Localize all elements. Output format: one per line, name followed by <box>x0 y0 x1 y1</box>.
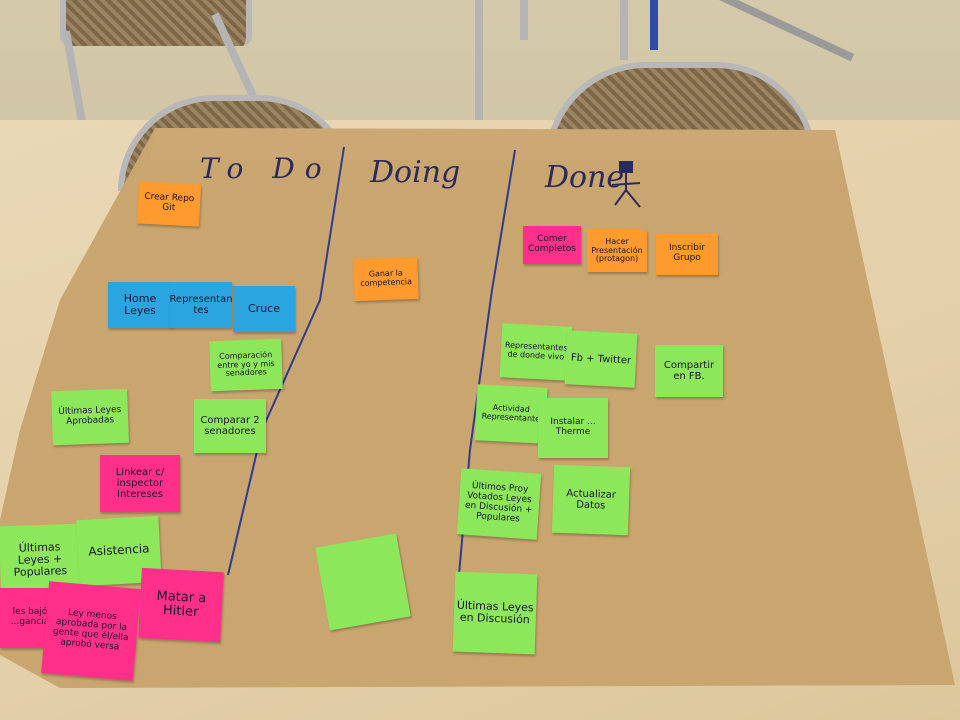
stick-figure-icon <box>611 161 641 208</box>
note-text: Linkear c/ inspector Intereses <box>115 467 165 500</box>
sticky-note[interactable]: Cruce <box>233 286 295 332</box>
column-header-doing: Doing <box>370 155 461 190</box>
column-header-done: Done <box>545 160 625 195</box>
sticky-note[interactable]: Últimos Proy Votados Leyes en Discusión … <box>456 468 542 540</box>
sticky-note[interactable]: Representantes de donde vivo <box>499 323 573 381</box>
note-text: Últimas Leyes + Populares <box>13 540 68 579</box>
sticky-note[interactable]: Inscribir Grupo <box>656 233 718 275</box>
chair-leg <box>620 0 628 60</box>
sticky-note[interactable]: Hacer Presentación (protagon) <box>587 230 647 272</box>
sticky-note[interactable]: Ley menos aprobada por la gente que él/e… <box>41 581 141 681</box>
sticky-note[interactable]: Actividad Representante <box>474 384 548 444</box>
sticky-note[interactable]: Comparar 2 senadores <box>194 399 266 453</box>
note-text: Comparación entre yo y mis senadores <box>217 349 275 379</box>
sticky-note[interactable]: Últimas Leyes en Discusión <box>452 571 538 655</box>
sticky-note[interactable]: Fb + Twitter <box>564 330 638 388</box>
chair-leg <box>520 0 528 40</box>
note-text: Matar a Hitler <box>156 588 207 620</box>
chair-leg <box>475 0 483 130</box>
note-text: Ganar la competencia <box>360 268 413 288</box>
column-header-todo: To Do <box>200 152 332 185</box>
note-text: Últimas Leyes en Discusión <box>456 598 534 627</box>
note-text: Representan tes <box>170 294 232 316</box>
note-text: Hacer Presentación (protagon) <box>591 236 643 264</box>
note-text: Comer Completos <box>527 234 577 254</box>
sticky-note[interactable]: Comer Completos <box>523 226 581 264</box>
sticky-note[interactable]: Home Leyes <box>108 282 172 328</box>
note-text: Actividad Representante <box>481 403 541 424</box>
sticky-note[interactable]: Compartir en FB. <box>655 345 723 397</box>
sticky-note[interactable]: Comparación entre yo y mis senadores <box>209 338 283 392</box>
sticky-note[interactable]: Crear Repo Git <box>136 181 202 227</box>
sticky-note[interactable]: Últimas Leyes Aprobadas <box>51 388 129 446</box>
note-text: Instalar ... Therme <box>550 417 596 437</box>
note-text: Ley menos aprobada por la gente que él/e… <box>52 608 129 653</box>
note-text: Fb + Twitter <box>570 351 632 367</box>
note-text: Cruce <box>248 301 280 315</box>
note-text: Comparar 2 senadores <box>200 415 260 437</box>
chair-leg <box>650 0 658 50</box>
sticky-note[interactable]: Representan tes <box>170 282 232 328</box>
note-text: Crear Repo Git <box>144 191 195 214</box>
sticky-note[interactable]: Linkear c/ inspector Intereses <box>100 455 180 512</box>
note-text: Asistencia <box>88 541 150 559</box>
note-text: Home Leyes <box>123 291 157 317</box>
note-text: Últimas Leyes Aprobadas <box>58 405 122 427</box>
sticky-note[interactable]: Actualizar Datos <box>551 464 631 536</box>
sticky-note[interactable]: Instalar ... Therme <box>538 398 608 458</box>
sticky-note[interactable]: Ganar la competencia <box>353 256 419 302</box>
note-text: Inscribir Grupo <box>668 243 706 263</box>
note-text: les bajó ...gancia <box>10 607 50 627</box>
note-text: Últimos Proy Votados Leyes en Discusión … <box>464 481 533 525</box>
note-text: Representantes de donde vivo <box>504 340 568 362</box>
note-text: Compartir en FB. <box>663 360 715 382</box>
sticky-note-blank[interactable] <box>315 533 411 631</box>
sticky-note[interactable]: Matar a Hitler <box>138 567 224 643</box>
note-text: Actualizar Datos <box>566 488 617 512</box>
